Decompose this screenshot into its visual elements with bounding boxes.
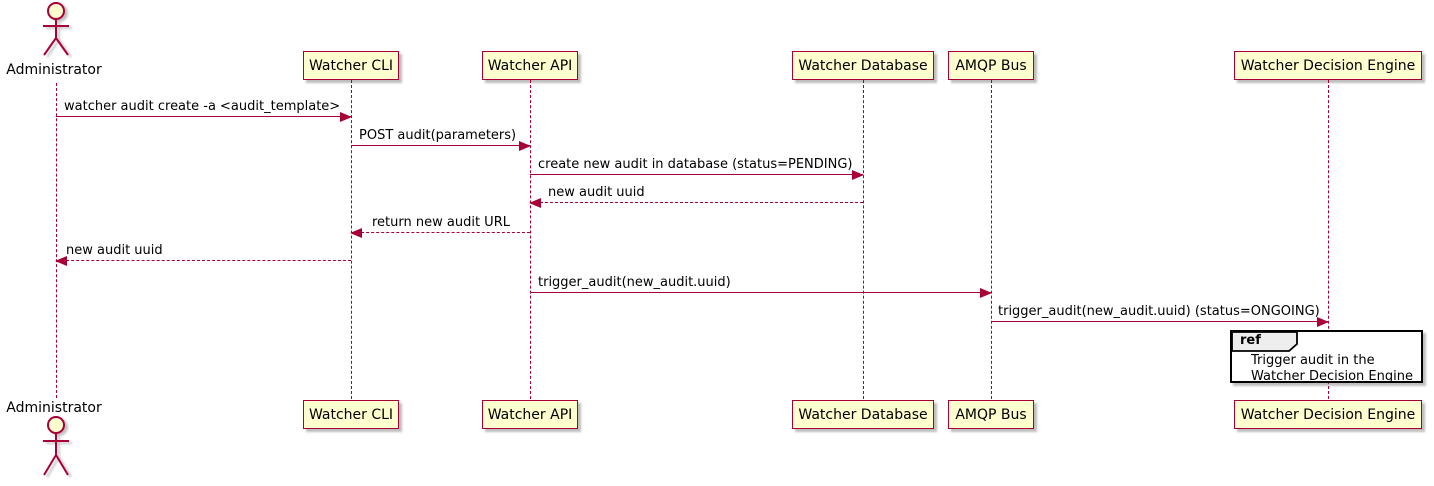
ref-header: ref [1231,331,1299,352]
participant-bottom-watcher-database: Watcher Database [792,400,934,429]
arrowhead-right-icon [519,141,531,151]
message-new-audit-uuid-cli: new audit uuid [55,243,351,266]
arrowhead-left-icon [55,256,67,266]
message-post-audit: POST audit(parameters) [351,128,531,151]
message-label: new audit uuid [66,243,163,258]
message-audit-create: watcher audit create -a <audit_template> [56,99,352,122]
ref-header-shape-icon [1231,331,1298,352]
message-new-audit-uuid-db: new audit uuid [529,185,863,208]
arrowhead-left-icon [529,198,541,208]
lifeline-watcher-database [862,80,864,399]
participant-top-watcher-api: Watcher API [482,51,578,80]
actor-figure-icon [43,416,69,476]
message-label: POST audit(parameters) [359,128,517,143]
message-label: return new audit URL [372,215,510,230]
arrowhead-right-icon [340,112,352,122]
message-label: trigger_audit(new_audit.uuid) (status=ON… [998,304,1320,319]
participant-top-amqp-bus: AMQP Bus [948,51,1034,80]
message-return-audit-url: return new audit URL [350,215,530,238]
participant-bottom-amqp-bus: AMQP Bus [948,400,1034,429]
participant-top-watcher-database: Watcher Database [792,51,934,80]
arrowhead-left-icon [350,228,362,238]
message-line [530,292,991,293]
message-create-audit-db: create new audit in database (status=PEN… [530,157,864,180]
message-line [56,260,351,261]
message-trigger-audit: trigger_audit(new_audit.uuid) [530,275,992,298]
ref-fragment: ref Trigger audit in the Watcher Decisio… [1230,330,1423,385]
message-line [351,232,530,233]
message-label: new audit uuid [548,185,645,200]
ref-body: Trigger audit in the Watcher Decision En… [1251,353,1413,385]
message-line [351,145,530,146]
ref-body-line1: Trigger audit in the [1251,353,1375,368]
participant-top-watcher-cli: Watcher CLI [303,51,399,80]
message-line [56,116,351,117]
participant-top-watcher-decision-engine: Watcher Decision Engine [1234,51,1422,80]
arrowhead-right-icon [852,170,864,180]
arrowhead-right-icon [1317,317,1329,327]
message-label: create new audit in database (status=PEN… [538,157,853,172]
actor-label-bottom: Administrator [6,400,102,416]
actor-label-top: Administrator [6,62,102,78]
lifeline-watcher-api [529,80,531,399]
actor-figure-icon [43,2,69,56]
message-label: trigger_audit(new_audit.uuid) [538,275,731,290]
message-line [991,321,1328,322]
message-trigger-audit-ongoing: trigger_audit(new_audit.uuid) (status=ON… [991,304,1329,327]
ref-body-line2: Watcher Decision Engine [1251,369,1413,384]
ref-keyword: ref [1240,333,1261,348]
arrowhead-right-icon [980,288,992,298]
message-label: watcher audit create -a <audit_template> [64,99,341,114]
message-line [530,174,863,175]
participant-bottom-watcher-decision-engine: Watcher Decision Engine [1234,400,1422,429]
lifeline-watcher-decision-engine [1327,80,1329,399]
message-line [530,202,863,203]
participant-bottom-watcher-api: Watcher API [482,400,578,429]
lifeline-watcher-cli [350,80,352,399]
participant-bottom-watcher-cli: Watcher CLI [303,400,399,429]
lifeline-amqp-bus [990,80,992,399]
lifeline-administrator [55,83,57,398]
